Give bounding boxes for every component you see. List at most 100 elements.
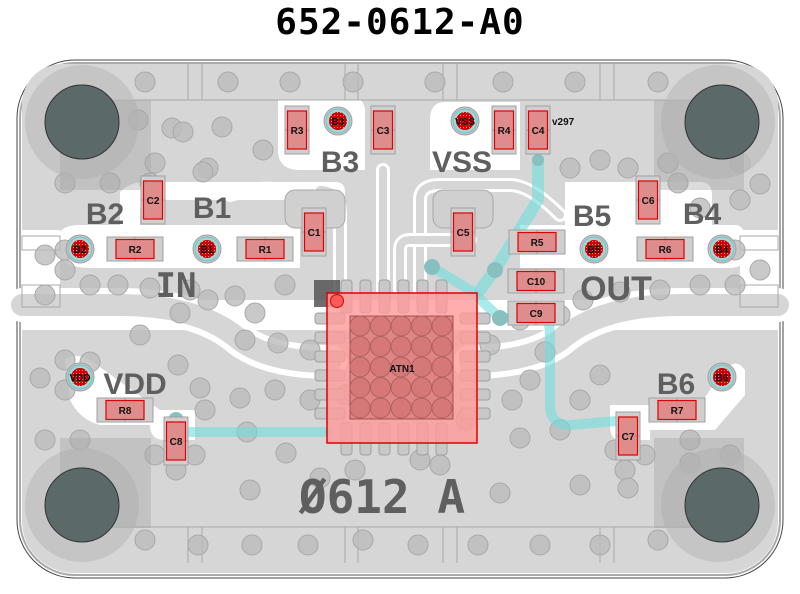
via xyxy=(129,324,151,346)
via xyxy=(749,173,771,195)
mounting-holes xyxy=(25,65,775,562)
component-c2[interactable]: C2 xyxy=(140,175,166,225)
via xyxy=(211,116,233,138)
via xyxy=(492,71,514,93)
test-pad-label: B6 xyxy=(716,373,729,384)
test-pad-label: B4 xyxy=(716,245,729,256)
component-r5[interactable]: R5 xyxy=(508,229,566,255)
component-c9[interactable]: C9 xyxy=(507,300,565,326)
via xyxy=(519,369,541,391)
via xyxy=(167,354,189,376)
board-id-label: Ø612 A xyxy=(298,470,465,524)
test-pad-label: VDD xyxy=(69,373,90,384)
test-pad-vdd[interactable]: VDD xyxy=(65,362,95,392)
test-pad-vss[interactable]: VSS xyxy=(450,106,480,136)
component-r4[interactable]: R4 xyxy=(491,105,517,155)
via xyxy=(572,289,594,311)
via xyxy=(589,364,611,386)
test-pad-b2[interactable]: B2 xyxy=(65,234,95,264)
mount-hole-bottom-left xyxy=(25,438,151,562)
component-ref-label: C10 xyxy=(527,277,546,288)
via xyxy=(169,302,191,324)
via xyxy=(689,197,711,219)
component-c5[interactable]: C5 xyxy=(450,207,476,257)
via xyxy=(54,349,76,371)
via xyxy=(179,279,201,301)
via xyxy=(309,467,331,489)
component-c3[interactable]: C3 xyxy=(370,105,396,155)
component-c6[interactable]: C6 xyxy=(635,175,661,225)
test-pad-b1[interactable]: B1 xyxy=(192,234,222,264)
via xyxy=(267,332,289,354)
via xyxy=(729,189,751,211)
via xyxy=(509,427,531,449)
via xyxy=(529,534,551,556)
via xyxy=(189,377,211,399)
component-r6[interactable]: R6 xyxy=(636,236,694,262)
ic-atn1[interactable]: ATN1 xyxy=(314,279,491,456)
via xyxy=(649,279,671,301)
component-r3[interactable]: R3 xyxy=(284,105,310,155)
via xyxy=(564,71,586,93)
via xyxy=(79,274,101,296)
label-b2: B2 xyxy=(86,198,124,231)
via xyxy=(275,442,297,464)
label-b4: B4 xyxy=(683,198,722,231)
component-r8[interactable]: R8 xyxy=(96,397,154,423)
component-c4[interactable]: C4 xyxy=(525,105,551,155)
via-note-label: v297 xyxy=(552,117,575,128)
label-b3: B3 xyxy=(321,146,359,179)
via xyxy=(667,172,689,194)
test-pad-b3[interactable]: B3 xyxy=(323,106,353,136)
component-ref-label: R5 xyxy=(531,238,544,249)
label-out: OUT xyxy=(580,270,652,308)
component-ref-label: C8 xyxy=(170,437,183,448)
via xyxy=(134,529,156,551)
via xyxy=(489,482,511,504)
component-ref-label: C2 xyxy=(147,196,160,207)
component-ref-label: R3 xyxy=(291,126,304,137)
via xyxy=(617,477,639,499)
via xyxy=(569,474,591,496)
via xyxy=(657,152,679,174)
via xyxy=(224,285,246,307)
component-c10[interactable]: C10 xyxy=(507,268,565,294)
test-pad-b6[interactable]: B6 xyxy=(707,362,737,392)
via xyxy=(99,172,121,194)
component-r2[interactable]: R2 xyxy=(106,236,164,262)
component-ref-label: C7 xyxy=(622,432,635,443)
via xyxy=(279,71,301,93)
test-pad-b4[interactable]: B4 xyxy=(707,234,737,264)
pin1-dot xyxy=(330,294,344,308)
label-vss: VSS xyxy=(432,146,492,179)
component-ref-label: R1 xyxy=(259,245,272,256)
via xyxy=(724,274,746,296)
silkscreen: B3 VSS B2 B1 B5 B4 IN OUT VDD B6 Ø612 A … xyxy=(86,117,722,524)
mount-hole-bottom-right xyxy=(654,438,775,562)
via xyxy=(352,529,374,551)
mount-hole-top-right xyxy=(654,65,775,190)
via xyxy=(609,281,631,303)
via xyxy=(344,459,366,481)
via xyxy=(54,259,76,281)
via xyxy=(501,389,523,411)
component-r1[interactable]: R1 xyxy=(236,236,294,262)
label-vdd: VDD xyxy=(103,368,166,401)
component-c8[interactable]: C8 xyxy=(163,416,189,466)
label-b5: B5 xyxy=(573,200,611,233)
component-ref-label: R7 xyxy=(671,406,684,417)
component-c7[interactable]: C7 xyxy=(615,411,641,461)
via xyxy=(689,274,711,296)
test-pad-b5[interactable]: B5 xyxy=(579,234,609,264)
via xyxy=(217,71,239,93)
via xyxy=(144,152,166,174)
via xyxy=(192,161,214,183)
via xyxy=(264,379,286,401)
component-c1[interactable]: C1 xyxy=(301,207,327,257)
via xyxy=(34,429,56,451)
component-r7[interactable]: R7 xyxy=(648,397,706,423)
test-pad-label: VSS xyxy=(455,117,475,128)
via xyxy=(342,71,364,93)
component-ref-label: R4 xyxy=(498,126,511,137)
